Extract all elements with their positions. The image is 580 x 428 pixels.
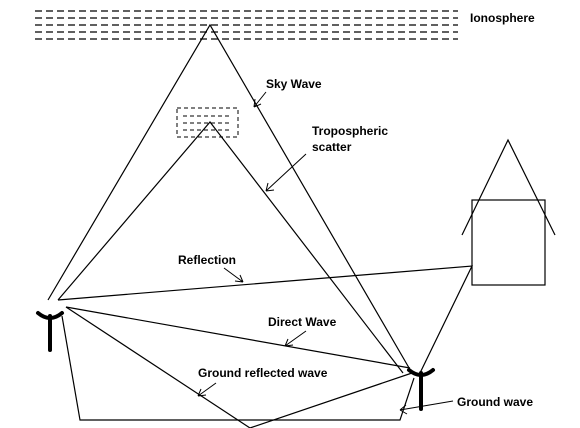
ground-reflected-label: Ground reflected wave	[198, 366, 328, 380]
ground-reflected-path	[65, 306, 413, 428]
ground-reflected-pointer	[197, 382, 217, 397]
ground-wave-label: Ground wave	[457, 395, 533, 409]
troposphere-scatter-volume	[176, 107, 239, 138]
direct-wave-path	[65, 306, 411, 369]
tropospheric-label-line1: Tropospheric	[312, 124, 388, 138]
building	[461, 138, 556, 286]
reflection-pointer	[223, 267, 244, 283]
ground-wave-pointer	[399, 400, 454, 415]
sky-wave-pointer	[253, 91, 267, 108]
reflection-label: Reflection	[178, 253, 236, 267]
sky-wave-path	[47, 23, 413, 374]
tropospheric-label-line2: scatter	[312, 140, 352, 154]
direct-wave-pointer	[284, 330, 307, 347]
transmitter-antenna-icon	[36, 311, 64, 352]
reflection-path	[57, 265, 473, 374]
tropospheric-scatter-path	[57, 121, 404, 374]
ionosphere-layer	[35, 10, 458, 40]
ground-wave-path	[61, 315, 415, 421]
ionosphere-label: Ionosphere	[470, 11, 535, 25]
receiver-antenna-icon	[407, 368, 435, 411]
tropospheric-pointer	[265, 153, 307, 192]
sky-wave-label: Sky Wave	[266, 77, 322, 91]
direct-wave-label: Direct Wave	[268, 315, 337, 329]
building-roof	[461, 138, 556, 236]
building-wall	[471, 199, 546, 286]
